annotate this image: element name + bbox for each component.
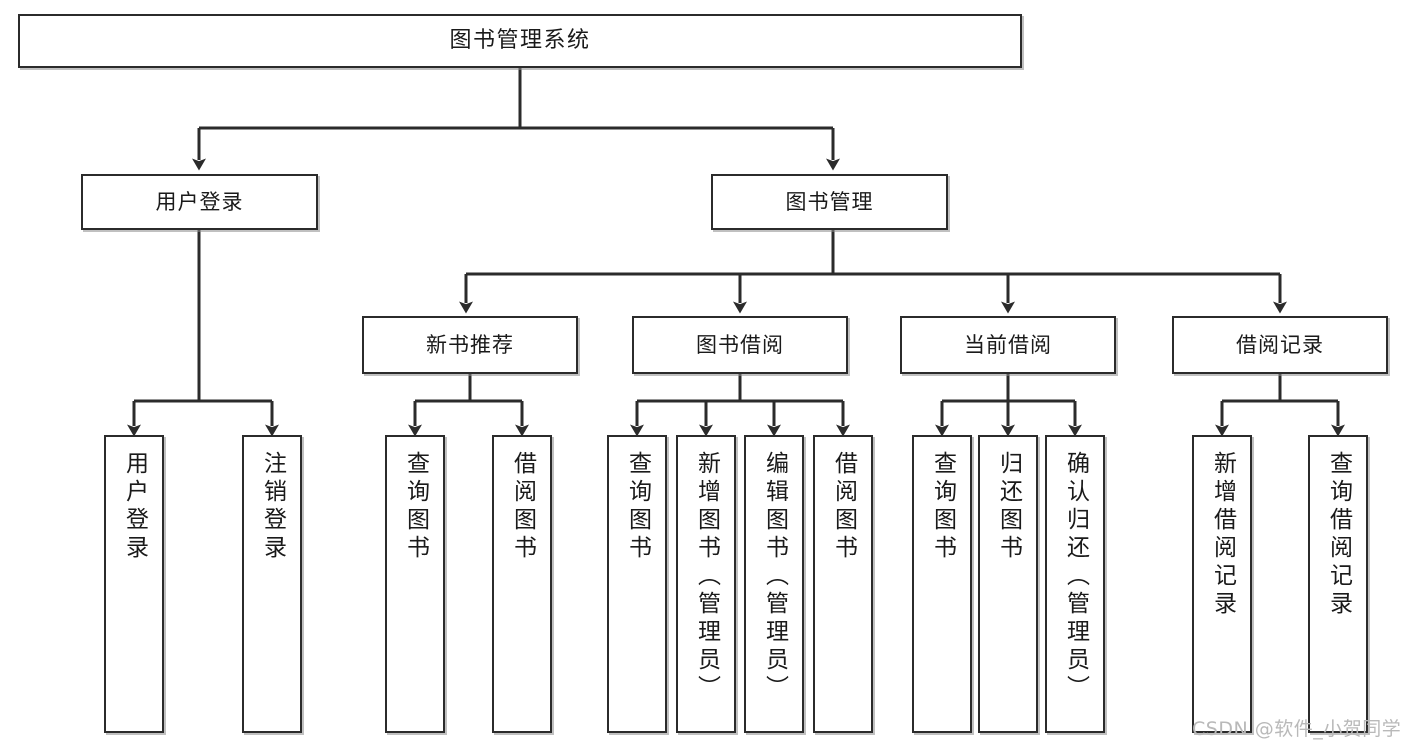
node-book-management[interactable]: 图书管理 [711,174,948,230]
leaf-logout-label: 注销登录 [259,451,286,563]
leaf-borrow-book-label: 借阅图书 [830,451,857,563]
node-borrow-record[interactable]: 借阅记录 [1172,316,1388,374]
leaf-confirm-return-admin-label: 确认归还（管理员） [1062,451,1089,703]
leaf-confirm-return-admin[interactable]: 确认归还（管理员） [1045,435,1105,733]
leaf-edit-book-admin[interactable]: 编辑图书（管理员） [744,435,804,733]
leaf-query-book-borrow[interactable]: 查询图书 [607,435,667,733]
leaf-logout[interactable]: 注销登录 [242,435,302,733]
node-new-book-recommend-label: 新书推荐 [426,332,514,357]
leaf-query-borrow-record-label: 查询借阅记录 [1325,451,1352,619]
leaf-user-login[interactable]: 用户登录 [104,435,164,733]
leaf-borrow-book-recommend[interactable]: 借阅图书 [492,435,552,733]
node-current-borrow-label: 当前借阅 [964,332,1052,357]
leaf-query-book-recommend-label: 查询图书 [402,451,429,563]
leaf-add-borrow-record[interactable]: 新增借阅记录 [1192,435,1252,733]
watermark: CSDN @软件_小贺同学 [1192,718,1402,740]
node-book-management-label: 图书管理 [785,189,874,214]
leaf-return-book[interactable]: 归还图书 [978,435,1038,733]
leaf-query-book-borrow-label: 查询图书 [624,451,651,563]
node-root[interactable]: 图书管理系统 [18,14,1022,68]
leaf-query-book-recommend[interactable]: 查询图书 [385,435,445,733]
leaf-add-borrow-record-label: 新增借阅记录 [1209,451,1236,619]
leaf-query-borrow-record[interactable]: 查询借阅记录 [1308,435,1368,733]
node-current-borrow[interactable]: 当前借阅 [900,316,1116,374]
leaf-borrow-book[interactable]: 借阅图书 [813,435,873,733]
leaf-query-book-current[interactable]: 查询图书 [912,435,972,733]
leaf-user-login-label: 用户登录 [121,451,148,563]
node-user-login-label: 用户登录 [155,189,244,214]
leaf-query-book-current-label: 查询图书 [929,451,956,563]
leaf-return-book-label: 归还图书 [995,451,1022,563]
node-user-login[interactable]: 用户登录 [81,174,318,230]
leaf-add-book-admin[interactable]: 新增图书（管理员） [676,435,736,733]
node-book-borrow[interactable]: 图书借阅 [632,316,848,374]
node-root-label: 图书管理系统 [449,28,591,54]
node-book-borrow-label: 图书借阅 [696,332,784,357]
leaf-borrow-book-recommend-label: 借阅图书 [509,451,536,563]
node-new-book-recommend[interactable]: 新书推荐 [362,316,578,374]
leaf-add-book-admin-label: 新增图书（管理员） [693,451,720,703]
node-borrow-record-label: 借阅记录 [1236,332,1324,357]
leaf-edit-book-admin-label: 编辑图书（管理员） [761,451,788,703]
